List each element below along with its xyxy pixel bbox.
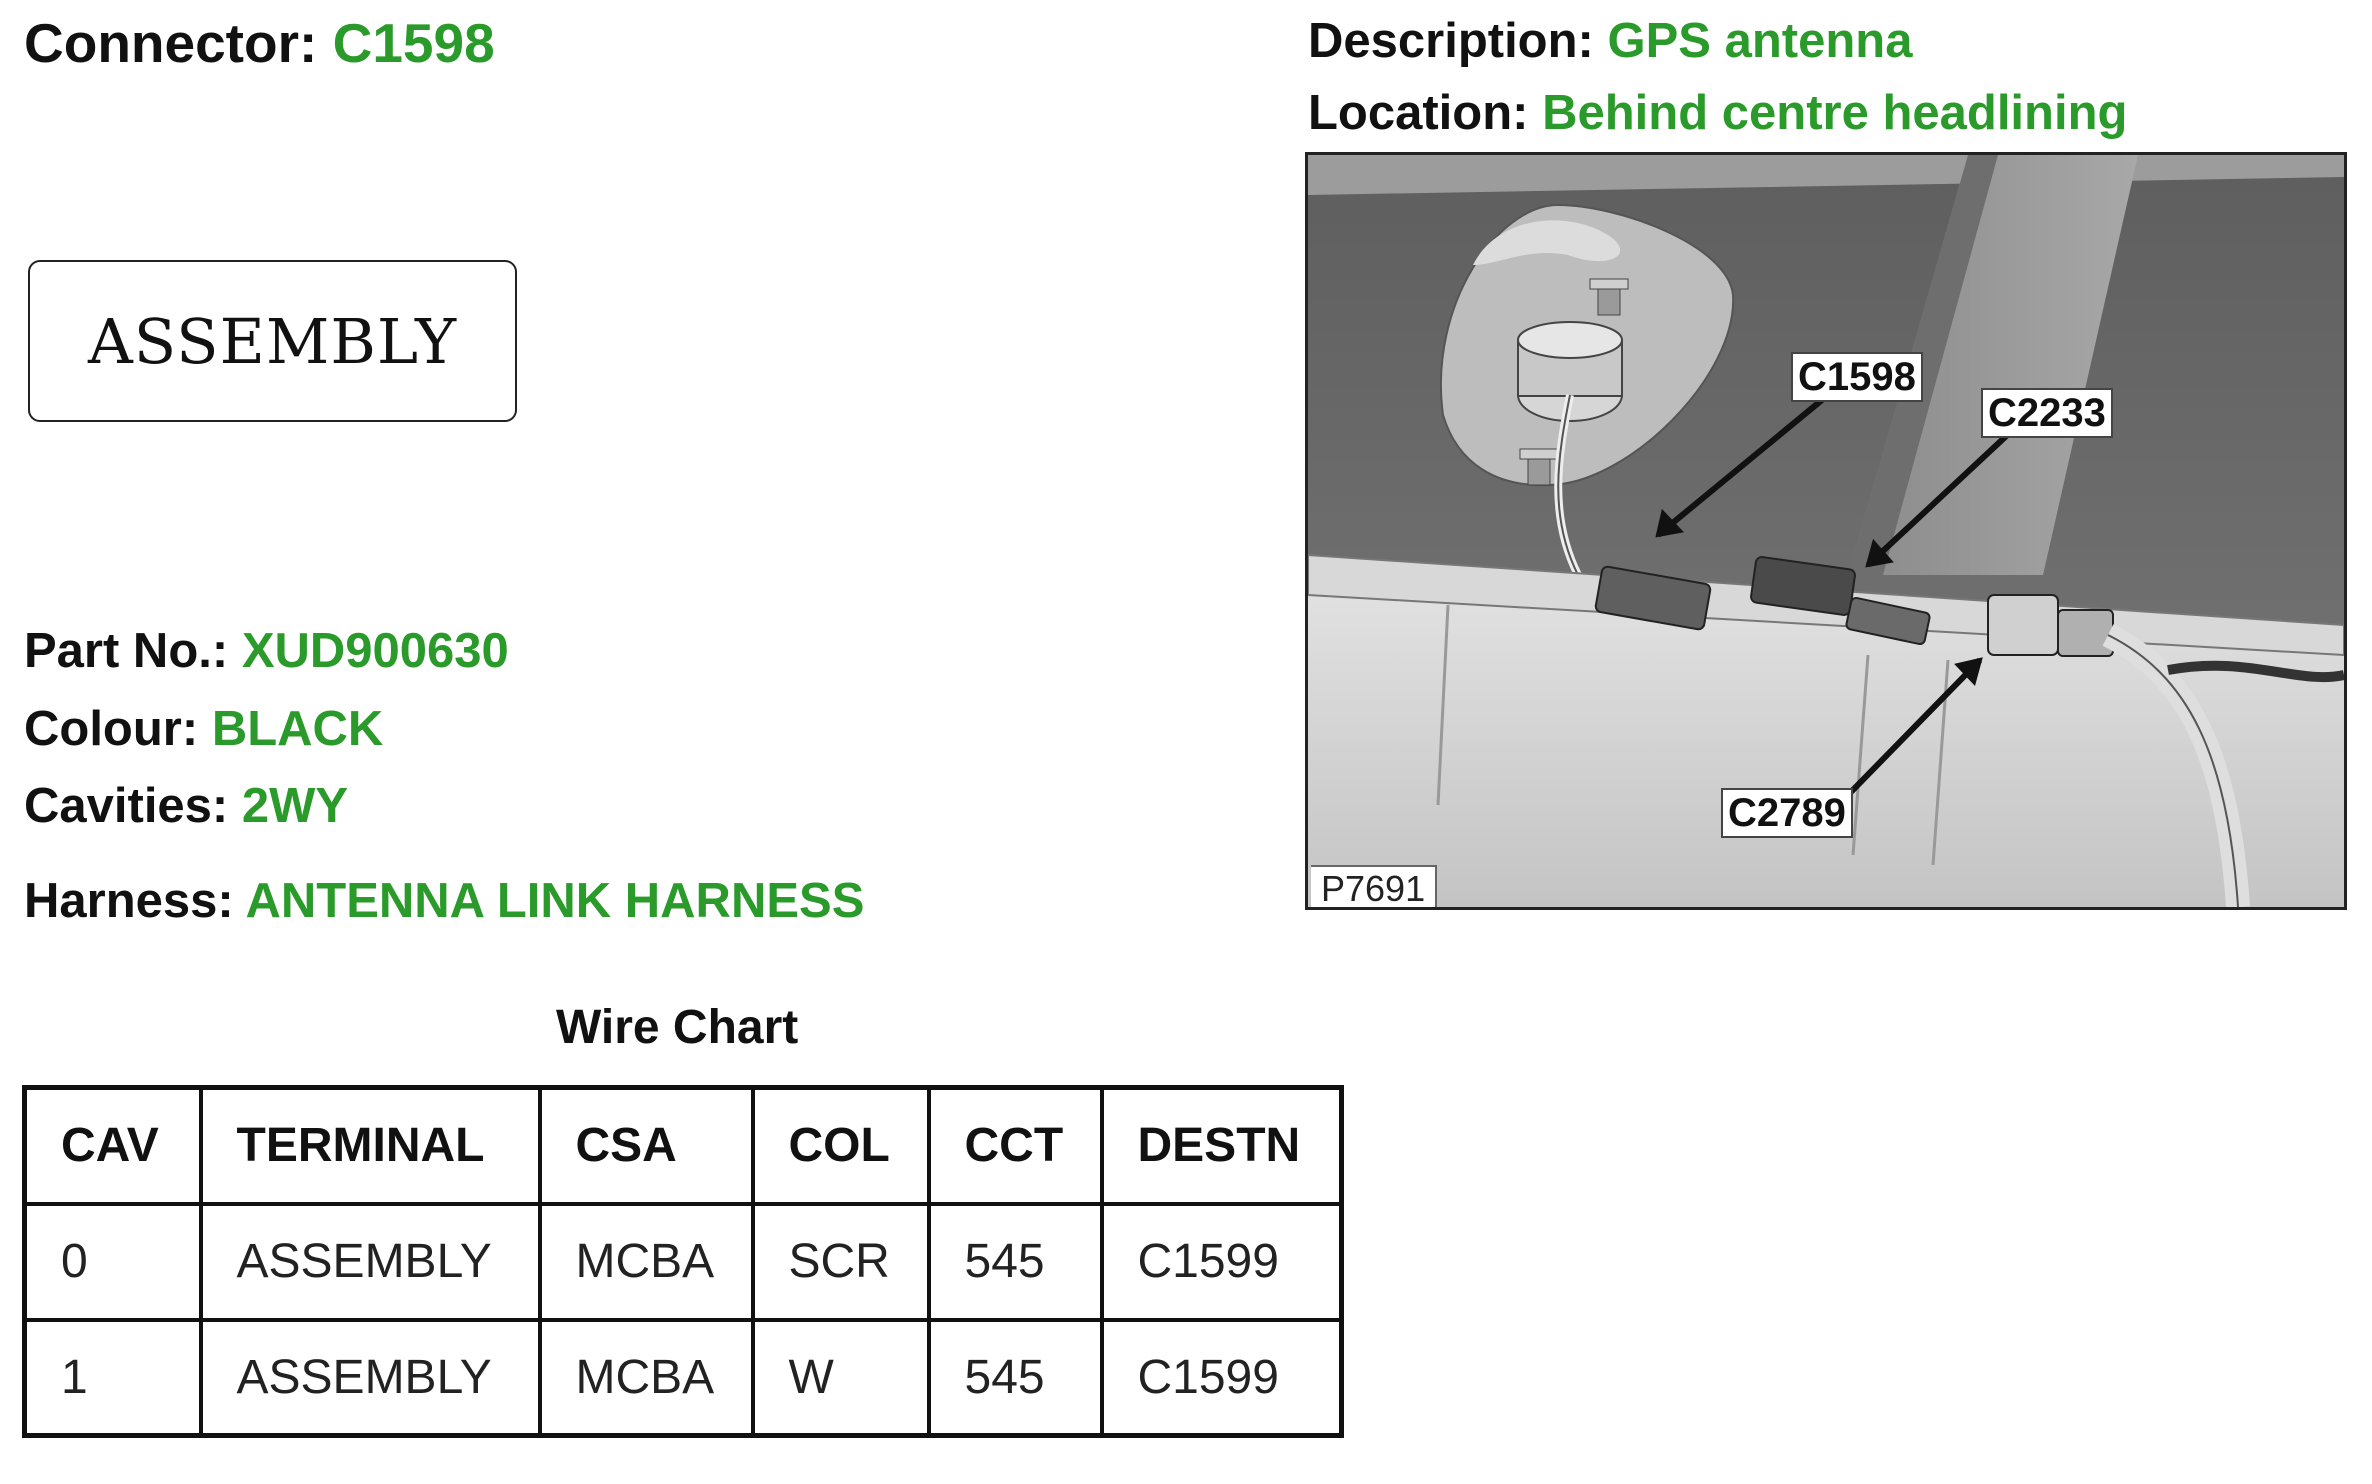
table-header-row: CAV TERMINAL CSA COL CCT DESTN xyxy=(22,1085,1344,1206)
location-value: Behind centre headlining xyxy=(1542,86,2128,140)
harness-value: ANTENNA LINK HARNESS xyxy=(245,874,865,928)
cell-destn: C1599 xyxy=(1099,1317,1344,1438)
table-row: 0 ASSEMBLY MCBA SCR 545 C1599 xyxy=(22,1201,1344,1322)
colour-label: Colour: xyxy=(24,702,199,756)
header-terminal: TERMINAL xyxy=(198,1085,542,1206)
header-cct: CCT xyxy=(926,1085,1104,1206)
callout-c1598: C1598 xyxy=(1791,352,1923,402)
header-col: COL xyxy=(750,1085,931,1206)
cell-col: SCR xyxy=(750,1201,931,1322)
location-label: Location: xyxy=(1308,86,1529,140)
part-no-label: Part No.: xyxy=(24,624,229,678)
table-row: 1 ASSEMBLY MCBA W 545 C1599 xyxy=(22,1317,1344,1438)
cell-terminal: ASSEMBLY xyxy=(198,1317,542,1438)
location-field: Location: Behind centre headlining xyxy=(1308,89,2127,138)
cell-cav: 1 xyxy=(22,1317,203,1438)
cell-cct: 545 xyxy=(926,1201,1104,1322)
connector-label: Connector: xyxy=(24,12,318,74)
location-photo: C1598 C2233 C2789 P7691 xyxy=(1305,152,2347,910)
connector-value: C1598 xyxy=(332,12,495,74)
cell-cct: 545 xyxy=(926,1317,1104,1438)
wire-chart-title: Wire Chart xyxy=(556,1001,799,1054)
colour-value: BLACK xyxy=(211,702,384,756)
photo-reference: P7691 xyxy=(1311,865,1438,907)
cell-cav: 0 xyxy=(22,1201,203,1322)
cell-csa: MCBA xyxy=(537,1201,755,1322)
cell-terminal: ASSEMBLY xyxy=(198,1201,542,1322)
cell-col: W xyxy=(750,1317,931,1438)
part-no-field: Part No.: XUD900630 xyxy=(24,627,509,676)
header-csa: CSA xyxy=(537,1085,755,1206)
assembly-image: ASSEMBLY xyxy=(28,260,517,422)
part-no-value: XUD900630 xyxy=(241,624,509,678)
header-cav: CAV xyxy=(22,1085,203,1206)
harness-label: Harness: xyxy=(24,874,234,928)
callout-c2789: C2789 xyxy=(1721,788,1853,838)
cell-destn: C1599 xyxy=(1099,1201,1344,1322)
cavities-label: Cavities: xyxy=(24,779,229,833)
wire-chart-table: CAV TERMINAL CSA COL CCT DESTN 0 ASSEMBL… xyxy=(22,1085,1344,1438)
cavities-value: 2WY xyxy=(241,779,349,833)
cavities-field: Cavities: 2WY xyxy=(24,782,348,831)
description-label: Description: xyxy=(1308,14,1594,68)
cell-csa: MCBA xyxy=(537,1317,755,1438)
description-value: GPS antenna xyxy=(1607,14,1913,68)
description-field: Description: GPS antenna xyxy=(1308,17,1912,66)
colour-field: Colour: BLACK xyxy=(24,705,383,754)
photo-illustration xyxy=(1308,155,2344,907)
connector-field: Connector: C1598 xyxy=(24,16,495,71)
callout-c2233: C2233 xyxy=(1981,388,2113,438)
header-destn: DESTN xyxy=(1099,1085,1344,1206)
harness-field: Harness: ANTENNA LINK HARNESS xyxy=(24,877,864,926)
